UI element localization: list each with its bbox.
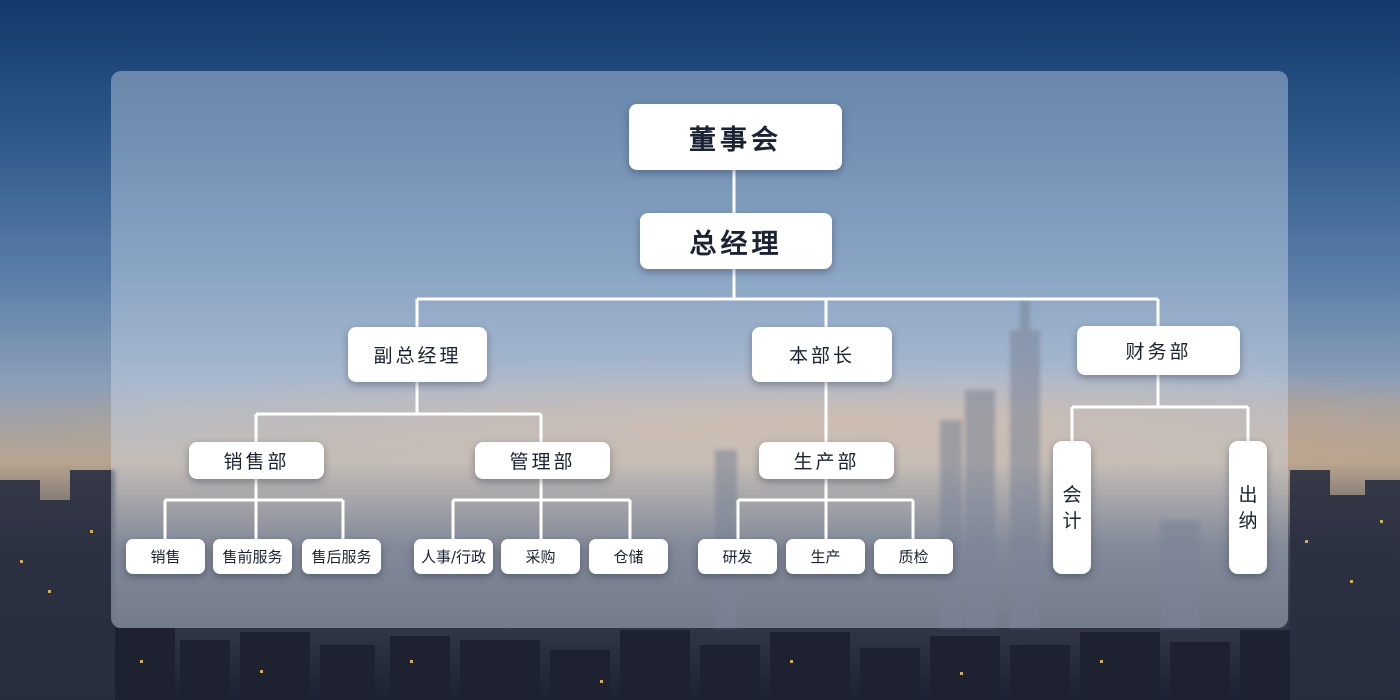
glass-panel [111, 71, 1288, 628]
cashier-node: 出 纳 [1229, 441, 1267, 574]
production-node: 生产 [786, 539, 865, 574]
production-dept-node: 生产部 [759, 442, 894, 479]
presales-service-node: 售前服务 [213, 539, 292, 574]
warehouse-node: 仓储 [589, 539, 668, 574]
accounting-char-1: 会 [1062, 483, 1082, 506]
rd-node: 研发 [698, 539, 777, 574]
general-manager-node: 总经理 [640, 213, 832, 269]
accounting-char-2: 计 [1062, 509, 1082, 532]
cashier-char-1: 出 [1238, 483, 1258, 506]
purchase-node: 采购 [501, 539, 580, 574]
sales-dept-node: 销售部 [189, 442, 324, 479]
aftersales-service-node: 售后服务 [302, 539, 381, 574]
cashier-char-2: 纳 [1238, 509, 1258, 532]
board-node: 董事会 [629, 104, 842, 170]
finance-dept-node: 财务部 [1077, 326, 1240, 375]
sales-node: 销售 [126, 539, 205, 574]
vice-general-manager-node: 副总经理 [348, 327, 487, 382]
accounting-node: 会 计 [1053, 441, 1091, 574]
minister-node: 本部长 [752, 327, 892, 382]
hr-admin-node: 人事/行政 [414, 539, 493, 574]
admin-dept-node: 管理部 [475, 442, 610, 479]
quality-check-node: 质检 [874, 539, 953, 574]
